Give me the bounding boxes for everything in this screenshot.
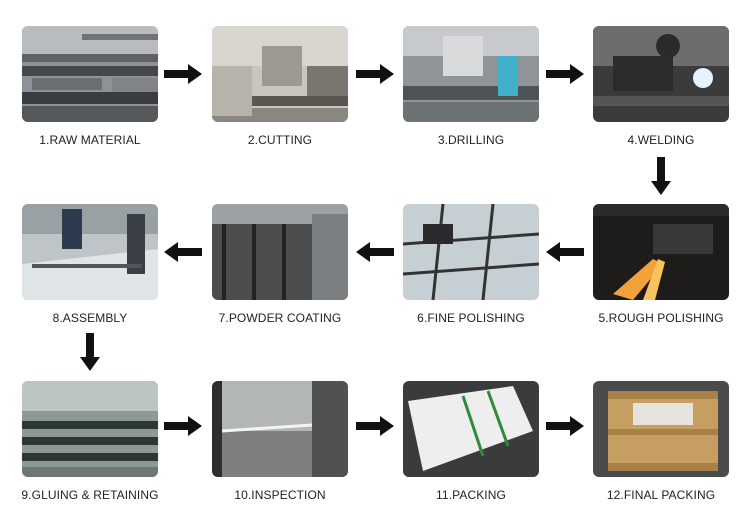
arrow-right-icon bbox=[164, 64, 202, 84]
cutting-photo bbox=[212, 26, 348, 122]
step-powder-coating: 7.POWDER COATING bbox=[212, 204, 348, 325]
arrow-left-icon bbox=[356, 242, 394, 262]
gluing-retaining-photo bbox=[22, 381, 158, 477]
step-drilling: 3.DRILLING bbox=[403, 26, 539, 147]
packing-photo bbox=[403, 381, 539, 477]
assembly-photo bbox=[22, 204, 158, 300]
step-cutting: 2.CUTTING bbox=[212, 26, 348, 147]
arrow-left-icon bbox=[546, 242, 584, 262]
step-label: 10.INSPECTION bbox=[234, 488, 326, 502]
step-label: 4.WELDING bbox=[627, 133, 695, 147]
drilling-photo bbox=[403, 26, 539, 122]
arrow-down-icon bbox=[651, 157, 671, 195]
step-raw-material: 1.RAW MATERIAL bbox=[22, 26, 158, 147]
arrow-right-icon bbox=[546, 416, 584, 436]
arrow-right-icon bbox=[356, 416, 394, 436]
step-label: 9.GLUING & RETAINING bbox=[21, 488, 159, 502]
arrow-right-icon bbox=[546, 64, 584, 84]
step-label: 12.FINAL PACKING bbox=[606, 488, 716, 502]
step-label: 11.PACKING bbox=[436, 488, 506, 502]
step-label: 6.FINE POLISHING bbox=[417, 311, 525, 325]
rough-polishing-photo bbox=[593, 204, 729, 300]
step-welding: 4.WELDING bbox=[593, 26, 729, 147]
arrow-left-icon bbox=[164, 242, 202, 262]
step-packing: 11.PACKING bbox=[403, 381, 539, 502]
arrow-down-icon bbox=[80, 333, 100, 371]
step-label: 1.RAW MATERIAL bbox=[39, 133, 141, 147]
raw-material-photo bbox=[22, 26, 158, 122]
step-label: 2.CUTTING bbox=[247, 133, 313, 147]
step-label: 3.DRILLING bbox=[437, 133, 505, 147]
step-fine-polishing: 6.FINE POLISHING bbox=[403, 204, 539, 325]
inspection-photo bbox=[212, 381, 348, 477]
step-assembly: 8.ASSEMBLY bbox=[22, 204, 158, 325]
step-rough-polishing: 5.ROUGH POLISHING bbox=[593, 204, 729, 325]
step-label: 5.ROUGH POLISHING bbox=[598, 311, 724, 325]
step-gluing-retaining: 9.GLUING & RETAINING bbox=[21, 381, 158, 502]
welding-photo bbox=[593, 26, 729, 122]
final-packing-photo bbox=[593, 381, 729, 477]
step-inspection: 10.INSPECTION bbox=[212, 381, 348, 502]
step-label: 8.ASSEMBLY bbox=[52, 311, 128, 325]
fine-polishing-photo bbox=[403, 204, 539, 300]
step-final-packing: 12.FINAL PACKING bbox=[593, 381, 729, 502]
step-label: 7.POWDER COATING bbox=[218, 311, 342, 325]
powder-coating-photo bbox=[212, 204, 348, 300]
arrow-right-icon bbox=[356, 64, 394, 84]
arrow-right-icon bbox=[164, 416, 202, 436]
